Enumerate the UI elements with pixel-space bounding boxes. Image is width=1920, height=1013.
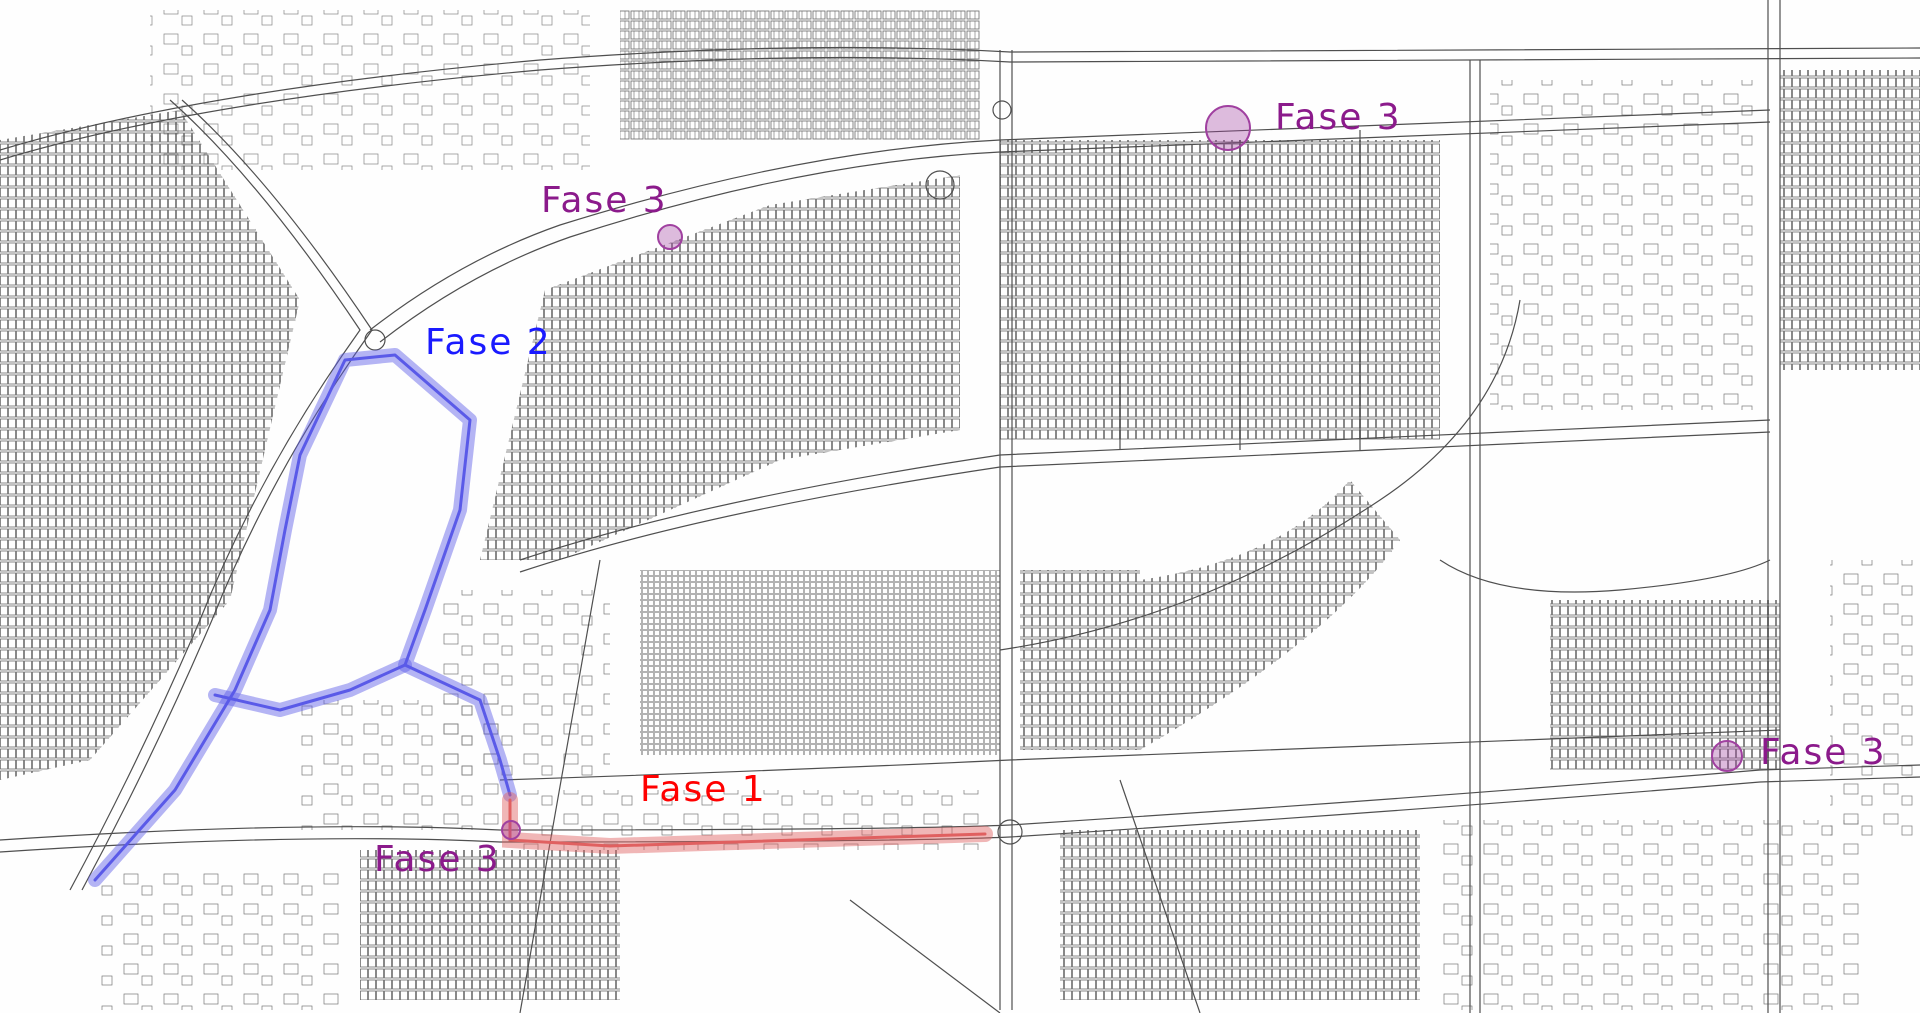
phase-3-marker-bottom-left (501, 820, 521, 840)
roundabouts (364, 100, 1023, 845)
label-fase3-top-center: Fase 3 (541, 180, 668, 221)
label-fase2: Fase 2 (425, 322, 552, 363)
label-fase3-right: Fase 3 (1760, 732, 1887, 773)
building-blocks (0, 10, 1920, 1010)
phase-3-marker-top-center (657, 224, 683, 250)
label-fase1: Fase 1 (640, 769, 767, 810)
phase-3-marker-top-right (1205, 105, 1251, 151)
phase-3-markers (501, 105, 1743, 840)
label-fase3-top-right: Fase 3 (1275, 97, 1402, 138)
label-fase3-bottom-left: Fase 3 (374, 839, 501, 880)
phase-1-route (502, 792, 993, 855)
phase-2-route (88, 348, 517, 887)
phase-3-marker-right (1711, 740, 1743, 772)
